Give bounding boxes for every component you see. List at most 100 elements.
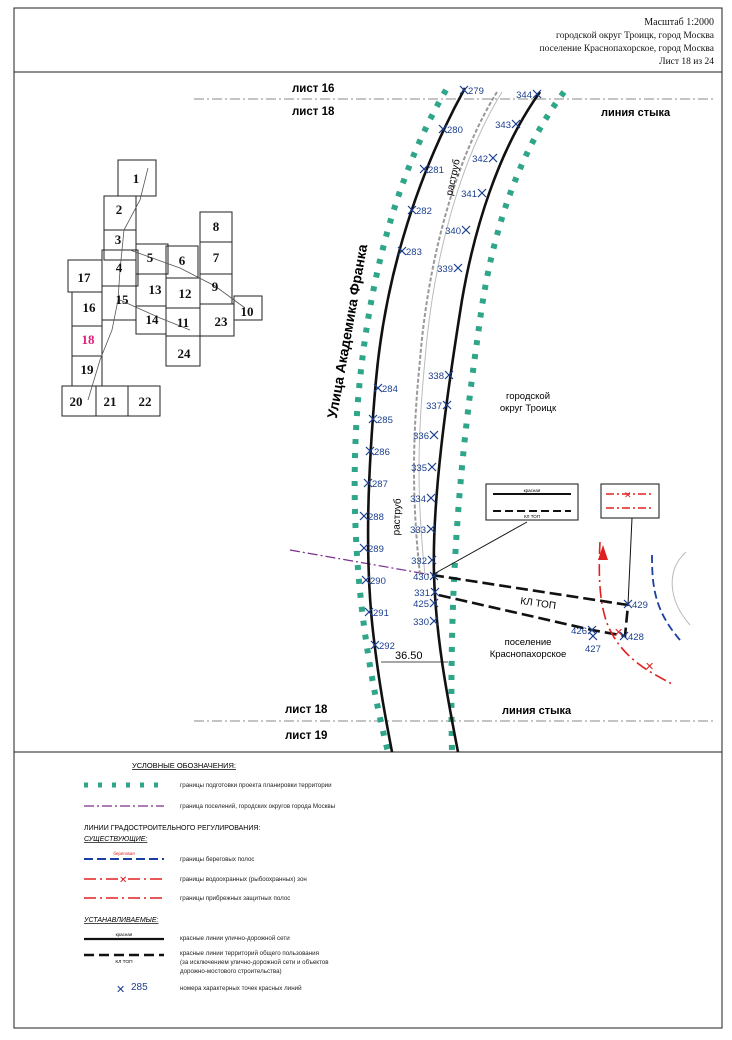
point-label: 279 bbox=[468, 86, 484, 97]
index-cell-2: 2 bbox=[116, 202, 123, 217]
legend-project: границы подготовки проекта планировки те… bbox=[180, 782, 332, 789]
index-cell-7: 7 bbox=[213, 250, 220, 265]
header-line-1: городской округ Троицк, город Москва bbox=[556, 30, 715, 41]
point-334: 334 bbox=[410, 493, 436, 505]
index-cell-11: 11 bbox=[177, 315, 189, 330]
index-cell-6: 6 bbox=[179, 253, 186, 268]
index-cell-17: 17 bbox=[78, 270, 92, 285]
point-label: 292 bbox=[379, 641, 395, 652]
label-raztrub-top: раструб bbox=[443, 158, 462, 197]
settlement-boundary bbox=[289, 549, 433, 576]
inset-box-red: ✕ bbox=[600, 483, 660, 519]
point-marker bbox=[511, 119, 521, 129]
legend-point-icon: ✕ bbox=[116, 984, 125, 996]
index-cell-18: 18 bbox=[82, 332, 96, 347]
point-marker bbox=[438, 124, 448, 134]
point-marker bbox=[363, 478, 373, 488]
point-marker bbox=[427, 555, 437, 565]
label-krasno-1: поселение bbox=[505, 637, 552, 648]
point-286: 286 bbox=[365, 446, 390, 458]
pipe-line bbox=[413, 91, 498, 576]
point-marker bbox=[429, 430, 439, 440]
label-raztrub-bottom: раструб bbox=[390, 498, 403, 536]
index-cell-14: 14 bbox=[146, 312, 160, 327]
red-line-right bbox=[432, 91, 542, 753]
label-troitsk-1: городской bbox=[506, 391, 550, 402]
index-cell-12: 12 bbox=[179, 286, 192, 301]
legend-coastal: границы прибрежных защитных полос bbox=[180, 895, 290, 902]
index-cell-20: 20 bbox=[70, 394, 83, 409]
label-krasno-2: Краснопахорское bbox=[490, 649, 567, 660]
legend-red-lines: красные линии улично-дорожной сети bbox=[180, 935, 290, 942]
legend-public-3: дорожно-мостового строительства) bbox=[180, 968, 282, 975]
legend-existing-title: СУЩЕСТВУЮЩИЕ: bbox=[84, 836, 147, 843]
point-marker bbox=[623, 599, 633, 609]
legend-established-title: УСТАНАВЛИВАЕМЫЕ: bbox=[83, 917, 159, 924]
point-marker bbox=[459, 85, 469, 95]
point-340: 340 bbox=[445, 225, 471, 237]
point-marker bbox=[488, 153, 498, 163]
header-block: Масштаб 1:2000 городской округ Троицк, г… bbox=[539, 17, 714, 67]
point-283: 283 bbox=[397, 246, 422, 258]
terrain-line bbox=[671, 551, 691, 626]
point-291: 291 bbox=[364, 607, 389, 619]
points-layer: 2792802812822832842852862872882892902912… bbox=[359, 85, 648, 655]
point-285: 285 bbox=[368, 414, 393, 426]
index-cell-5: 5 bbox=[147, 250, 154, 265]
point-332: 332 bbox=[411, 555, 437, 567]
header-line-2: поселение Краснопахорское, город Москва bbox=[539, 44, 714, 54]
kl-top-outline bbox=[431, 573, 630, 638]
point-289: 289 bbox=[359, 543, 384, 555]
point-label: 289 bbox=[368, 544, 384, 555]
point-279: 279 bbox=[459, 85, 484, 97]
index-cell-16: 16 bbox=[83, 300, 97, 315]
legend-public-1: красные линии территорий общего пользова… bbox=[180, 950, 319, 957]
legend-icon-water-x: ✕ bbox=[119, 875, 127, 886]
point-label: 344 bbox=[516, 90, 532, 101]
point-marker bbox=[442, 400, 452, 410]
point-marker bbox=[359, 511, 369, 521]
point-label: 338 bbox=[428, 371, 444, 382]
index-cell-1: 1 bbox=[133, 171, 140, 186]
index-cell-19: 19 bbox=[81, 362, 95, 377]
water-zone-arrow bbox=[598, 545, 608, 560]
point-label: 332 bbox=[411, 556, 427, 567]
index-map bbox=[61, 159, 263, 417]
water-zone-mark-2: ✕ bbox=[645, 661, 654, 673]
point-marker bbox=[370, 640, 380, 650]
point-marker bbox=[619, 631, 629, 641]
point-label: 331 bbox=[414, 588, 430, 599]
point-335: 335 bbox=[411, 462, 437, 474]
water-zone-mark-1: ✕ bbox=[614, 627, 623, 639]
point-label: 427 bbox=[585, 644, 601, 655]
point-label: 291 bbox=[373, 608, 389, 619]
point-341: 341 bbox=[461, 188, 487, 200]
point-marker bbox=[426, 524, 436, 534]
point-marker bbox=[364, 607, 374, 617]
legend-reg-title: ЛИНИИ ГРАДОСТРОИТЕЛЬНОГО РЕГУЛИРОВАНИЯ: bbox=[84, 825, 260, 832]
svg-text:✕: ✕ bbox=[624, 490, 632, 500]
leader-line-2 bbox=[627, 517, 633, 606]
point-430: 430 bbox=[413, 571, 439, 583]
point-marker bbox=[397, 246, 407, 256]
point-marker bbox=[429, 571, 439, 581]
point-marker bbox=[361, 575, 371, 585]
point-343: 343 bbox=[495, 119, 521, 131]
point-331: 331 bbox=[414, 587, 440, 599]
point-marker bbox=[453, 263, 463, 273]
legend-public-2: (за исключением улично-дорожной сети и о… bbox=[180, 959, 329, 966]
legend-icon-public-text: КЛ ТОП bbox=[115, 959, 133, 965]
label-troitsk-2: округ Троицк bbox=[500, 403, 557, 414]
point-label: 335 bbox=[411, 463, 427, 474]
legend: УСЛОВНЫЕ ОБОЗНАЧЕНИЯ: границы подготовки… bbox=[83, 761, 336, 996]
leader-line-1 bbox=[431, 521, 528, 576]
point-marker bbox=[365, 446, 375, 456]
point-marker bbox=[444, 370, 454, 380]
inset-box-black: красная КЛ ТОП bbox=[485, 483, 579, 521]
project-boundary-right bbox=[448, 90, 567, 753]
point-290: 290 bbox=[361, 575, 386, 587]
point-label: 343 bbox=[495, 120, 511, 131]
label-sheet-18-bottom: лист 18 bbox=[285, 704, 328, 716]
index-cell-10: 10 bbox=[241, 304, 254, 319]
